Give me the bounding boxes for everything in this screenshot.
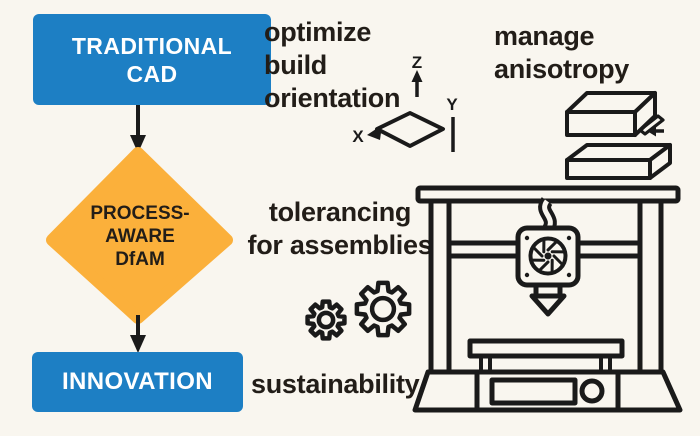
sustainability-label: sustainability — [251, 369, 420, 399]
tolerancing-line-2: for assemblies — [247, 230, 433, 260]
manage-line-1: manage — [494, 21, 595, 51]
axis-x-label: X — [352, 127, 364, 146]
dfam-diamond-label: PROCESS- AWARE DfAM — [45, 145, 235, 327]
innovation-box: INNOVATION — [32, 352, 243, 412]
traditional-cad-label: TRADITIONAL CAD — [71, 32, 233, 87]
optimize-line-2: build — [264, 50, 327, 80]
axis-z-label: Z — [412, 53, 422, 72]
manage-anisotropy-text: manage anisotropy — [494, 20, 629, 86]
dfam-line-1: PROCESS- — [90, 202, 190, 224]
axis-y-label: Y — [446, 95, 458, 114]
layered-slabs-icon — [565, 91, 672, 180]
dfam-line-2: AWARE — [105, 225, 175, 247]
innovation-label: INNOVATION — [61, 368, 214, 395]
down-arrow-icon — [130, 105, 146, 153]
traditional-cad-box: TRADITIONAL CAD — [33, 14, 271, 105]
optimize-build-orientation-text: optimize build orientation — [264, 16, 401, 115]
gears-icon — [290, 263, 425, 358]
optimize-line-3: orientation — [264, 83, 401, 113]
down-arrow-icon — [130, 315, 146, 353]
3d-printer-icon — [412, 185, 683, 413]
axis-triad-icon: Z X Y — [352, 53, 458, 152]
dfam-line-3: DfAM — [115, 248, 165, 270]
sustainability-text: sustainability — [251, 368, 420, 401]
optimize-line-1: optimize — [264, 17, 372, 47]
tolerancing-text: tolerancing for assemblies — [245, 196, 435, 262]
manage-line-2: anisotropy — [494, 54, 630, 84]
tolerancing-line-1: tolerancing — [268, 197, 412, 227]
